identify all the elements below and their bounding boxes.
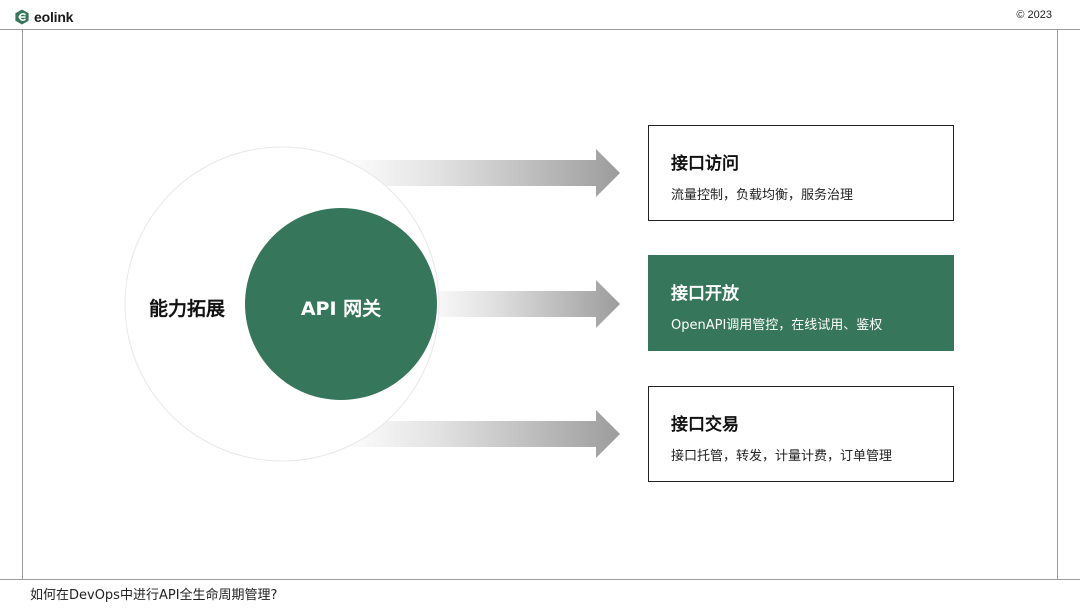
bottom-divider [0,579,1080,580]
feature-box-interface-open: 接口开放 OpenAPI调用管控，在线试用、鉴权 [648,255,954,351]
eolink-logo-icon [15,9,29,25]
feature-box-interface-access: 接口访问 流量控制，负载均衡，服务治理 [648,125,954,221]
outer-circle-label: 能力拓展 [148,298,225,320]
copyright-text: © 2023 [1016,9,1052,21]
feature-title: 接口访问 [671,154,739,174]
top-divider [0,29,1080,30]
feature-description: OpenAPI调用管控，在线试用、鉴权 [671,318,883,333]
arrow-1 [340,149,620,197]
arrow-2 [420,280,620,328]
feature-title: 接口开放 [671,284,739,304]
right-frame-line [1057,29,1058,579]
core-gateway-circle [245,208,437,400]
logo-text: eolink [34,9,74,25]
feature-description: 接口托管，转发，计量计费，订单管理 [671,449,893,464]
feature-description: 流量控制，负载均衡，服务治理 [671,188,854,203]
left-frame-line [22,29,23,579]
arrow-3 [340,410,620,458]
eolink-logo: eolink [14,7,73,27]
feature-title: 接口交易 [671,415,739,435]
core-circle-label: API 网关 [300,298,382,320]
feature-box-interface-trade: 接口交易 接口托管，转发，计量计费，订单管理 [648,386,954,482]
footer-caption: 如何在DevOps中进行API全生命周期管理? [30,588,278,603]
